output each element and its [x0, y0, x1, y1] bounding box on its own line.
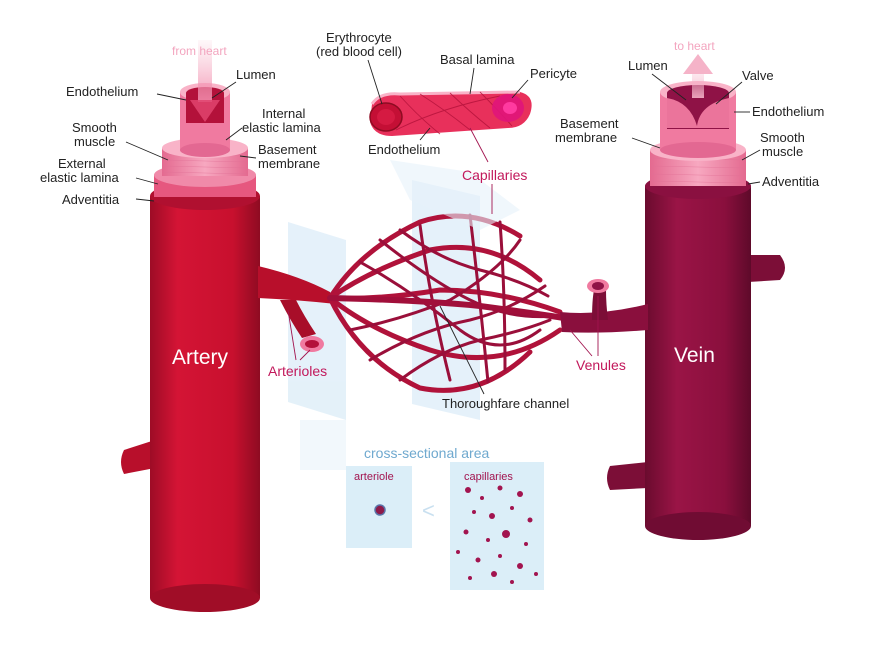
- smooth-muscle-label-1: Smooth: [72, 120, 117, 135]
- capillary-dot: [510, 580, 514, 584]
- vein-basement-label-2: membrane: [555, 130, 617, 145]
- capillary-closeup: [369, 90, 532, 230]
- artery-basement-label-1: Basement: [258, 142, 317, 157]
- vein-upper-branch: [748, 255, 785, 282]
- capillary-dot: [456, 550, 460, 554]
- erythrocyte-label: Erythrocyte: [326, 30, 392, 45]
- cross-section-inset: [346, 462, 544, 590]
- vein: [607, 54, 785, 540]
- arterioles-label: Arterioles: [268, 363, 327, 379]
- vein-smooth-muscle-label-1: Smooth: [760, 130, 805, 145]
- artery-body: [150, 196, 260, 598]
- vein-smooth-muscle-label-2: muscle: [762, 144, 803, 159]
- capillary-dot: [524, 542, 528, 546]
- capillary-dot: [475, 557, 481, 563]
- capillary-dot: [486, 538, 490, 542]
- capillary-dot: [502, 530, 510, 538]
- capillary-endothelium-label: Endothelium: [368, 142, 440, 157]
- capillary-dot: [527, 517, 533, 523]
- vein-adventitia-label: Adventitia: [762, 174, 820, 189]
- thoroughfare-channel: [327, 295, 593, 325]
- capillary-dot: [517, 563, 523, 569]
- thoroughfare-label: Thoroughfare channel: [442, 396, 569, 411]
- vein-lumen-label: Lumen: [628, 58, 668, 73]
- arteriole-cross-label: arteriole: [354, 471, 394, 483]
- internal-lamina-label-2: elastic lamina: [242, 120, 322, 135]
- artery-lumen-label: Lumen: [236, 67, 276, 82]
- from-heart-label: from heart: [172, 44, 227, 58]
- capillary-dot: [472, 510, 476, 514]
- capillary-dot: [489, 513, 495, 519]
- capillary-dot: [534, 572, 538, 576]
- capillary-dot: [517, 491, 523, 497]
- capillary-dot: [480, 496, 484, 500]
- capillaries-cross-label: capillaries: [464, 471, 513, 483]
- vein-body: [645, 186, 751, 526]
- external-lamina-label-2: elastic lamina: [40, 170, 120, 185]
- arteriole-trunk: [258, 266, 336, 352]
- vein-valve: [667, 98, 729, 128]
- to-heart-label: to heart: [674, 39, 715, 53]
- arteriole-dot: [374, 504, 386, 516]
- venules-label: Venules: [576, 357, 626, 373]
- vein-lower-branch: [607, 462, 648, 490]
- artery-lower-branch: [121, 440, 155, 474]
- cross-section-title: cross-sectional area: [364, 445, 489, 461]
- capillary-dot: [465, 487, 471, 493]
- basal-lamina-label: Basal lamina: [440, 52, 515, 67]
- capillary-dot: [491, 571, 497, 577]
- internal-lamina-label-1: Internal: [262, 106, 305, 121]
- external-lamina-label-1: External: [58, 156, 106, 171]
- venule-trunk: [560, 279, 648, 333]
- artery-adventitia-label: Adventitia: [62, 192, 120, 207]
- vein-endothelium-label: Endothelium: [752, 104, 824, 119]
- capillary-dot: [468, 576, 472, 580]
- capillary-dot: [497, 485, 503, 491]
- artery-endothelium-label: Endothelium: [66, 84, 138, 99]
- capillary-dots: [456, 485, 538, 584]
- less-than-symbol: <: [422, 498, 435, 523]
- smooth-muscle-label-2: muscle: [74, 134, 115, 149]
- pericyte-label: Pericyte: [530, 66, 577, 81]
- artery-basement-label-2: membrane: [258, 156, 320, 171]
- rbc-label: (red blood cell): [316, 44, 402, 59]
- artery-title: Artery: [172, 346, 229, 369]
- vein-title: Vein: [674, 344, 715, 367]
- capillary-dot: [463, 529, 469, 535]
- vein-basement-label-1: Basement: [560, 116, 619, 131]
- capillaries-label: Capillaries: [462, 167, 527, 183]
- capillaries-cross-panel: [450, 462, 544, 590]
- capillary-dot: [498, 554, 502, 558]
- capillary-dot: [510, 506, 514, 510]
- artery: [121, 40, 260, 612]
- valve-label: Valve: [742, 68, 774, 83]
